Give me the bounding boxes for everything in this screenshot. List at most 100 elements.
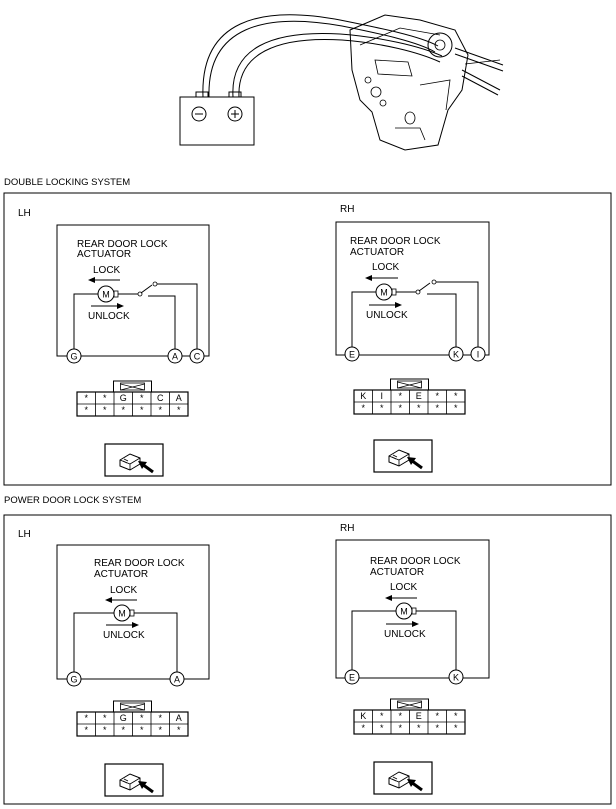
connector-cell: * — [158, 405, 162, 415]
terminal-label: K — [453, 350, 459, 360]
connector-cell: * — [435, 403, 439, 413]
panel-power-lh: LH REAR DOOR LOCK ACTUATOR LOCK M UNLOCK… — [18, 529, 210, 797]
connector-cell: * — [140, 393, 144, 403]
connector-cell: * — [398, 391, 402, 401]
double-locking-frame — [3, 192, 612, 486]
connector-cell: * — [380, 403, 384, 413]
switch-lever-icon — [140, 284, 153, 294]
terminal-label: E — [349, 673, 355, 683]
switch-lever-icon — [418, 282, 431, 292]
connector-view-icon — [373, 761, 433, 795]
connector-cell: * — [121, 405, 125, 415]
connector-cell: * — [398, 723, 402, 733]
connector-cell: G — [120, 393, 127, 403]
motor-label: M — [400, 607, 408, 617]
unlock-label: UNLOCK — [103, 630, 145, 641]
connector-cell: * — [158, 725, 162, 735]
connector-cell: * — [454, 403, 458, 413]
terminal-label: G — [70, 352, 77, 362]
connector-cell: * — [435, 723, 439, 733]
connector-latch-tab — [397, 700, 422, 709]
view-arrow-head — [407, 457, 416, 465]
actuator-title-line1: REAR DOOR LOCK — [77, 239, 168, 250]
panel-power-rh: RH REAR DOOR LOCK ACTUATOR LOCK M UNLOCK… — [335, 523, 490, 795]
motor-label: M — [380, 288, 388, 298]
connector-cell: * — [454, 723, 458, 733]
connector-face: K**E******** — [353, 698, 466, 735]
connector-view-icon — [104, 443, 164, 477]
connector-cell: * — [140, 725, 144, 735]
power-door-lock-title: POWER DOOR LOCK SYSTEM — [4, 495, 141, 506]
connector-cell: * — [121, 725, 125, 735]
connector-cell: * — [140, 713, 144, 723]
unlock-label: UNLOCK — [384, 629, 426, 640]
connector-cell: E — [416, 391, 422, 401]
double-locking-title: DOUBLE LOCKING SYSTEM — [4, 177, 130, 188]
connector-latch — [113, 700, 152, 712]
connector-cell: * — [103, 393, 107, 403]
connector-cell: * — [361, 723, 365, 733]
connector-latch-mark — [397, 701, 422, 709]
terminal-label: K — [453, 673, 459, 683]
terminal-label: I — [477, 350, 480, 360]
terminal-label: G — [70, 675, 77, 685]
connector-latch — [390, 378, 429, 390]
side-label: LH — [18, 529, 31, 540]
connector-cell: * — [454, 391, 458, 401]
connector-face: **G**A****** — [76, 700, 189, 737]
connector-latch-tab — [397, 380, 422, 389]
connector-latch-mark — [397, 381, 422, 389]
actuator-title-line2: ACTUATOR — [94, 569, 148, 580]
connector-latch-tab — [120, 702, 145, 711]
terminal-label: A — [172, 352, 178, 362]
power-door-lock-frame — [3, 514, 612, 805]
connector-cell: * — [140, 405, 144, 415]
view-arrow-head — [138, 461, 147, 469]
terminal-label: C — [194, 352, 201, 362]
connector-cell: * — [417, 403, 421, 413]
connector-cell: * — [84, 393, 88, 403]
connector-cell: * — [177, 405, 181, 415]
view-arrow-head — [138, 781, 147, 789]
side-label: LH — [18, 208, 31, 219]
motor-label: M — [118, 609, 126, 619]
unlock-label: UNLOCK — [366, 310, 408, 321]
side-label: RH — [340, 523, 354, 534]
terminal-label: E — [349, 350, 355, 360]
connector-cell: K — [360, 391, 366, 401]
connector-cell: * — [454, 711, 458, 721]
unlock-label: UNLOCK — [88, 311, 130, 322]
connector-cell: * — [361, 403, 365, 413]
connector-cell: A — [176, 713, 182, 723]
connector-cell: K — [360, 711, 366, 721]
connector-cell: * — [380, 711, 384, 721]
actuator-title-line2: ACTUATOR — [370, 567, 424, 578]
connector-cell: * — [158, 713, 162, 723]
connector-cell: C — [157, 393, 164, 403]
lock-label: LOCK — [390, 582, 418, 593]
plug-pins — [391, 454, 398, 460]
panel-double-rh: RH REAR DOOR LOCK ACTUATOR LOCK M UNLOCK… — [335, 204, 490, 473]
connector-cell: * — [103, 405, 107, 415]
connector-cell: * — [84, 405, 88, 415]
connector-cell: * — [177, 725, 181, 735]
connector-cell: I — [380, 391, 383, 401]
connector-cell: * — [103, 713, 107, 723]
connector-latch — [390, 698, 429, 710]
door-lock-actuator-illustration — [349, 14, 504, 151]
actuator-title-line2: ACTUATOR — [350, 247, 404, 258]
connector-cell: E — [416, 711, 422, 721]
connector-view-icon — [373, 439, 433, 473]
lock-label: LOCK — [372, 262, 400, 273]
terminal-label: A — [174, 675, 180, 685]
panel-double-lh: LH REAR DOOR LOCK ACTUATOR LOCK M UNLOCK… — [18, 208, 210, 477]
lock-label: LOCK — [93, 265, 121, 276]
battery-negative-terminal-icon — [191, 106, 207, 122]
plug-pins — [391, 776, 398, 782]
actuator-title-line1: REAR DOOR LOCK — [94, 558, 185, 569]
side-label: RH — [340, 204, 354, 215]
connector-cell: * — [417, 723, 421, 733]
connector-cell: * — [398, 403, 402, 413]
